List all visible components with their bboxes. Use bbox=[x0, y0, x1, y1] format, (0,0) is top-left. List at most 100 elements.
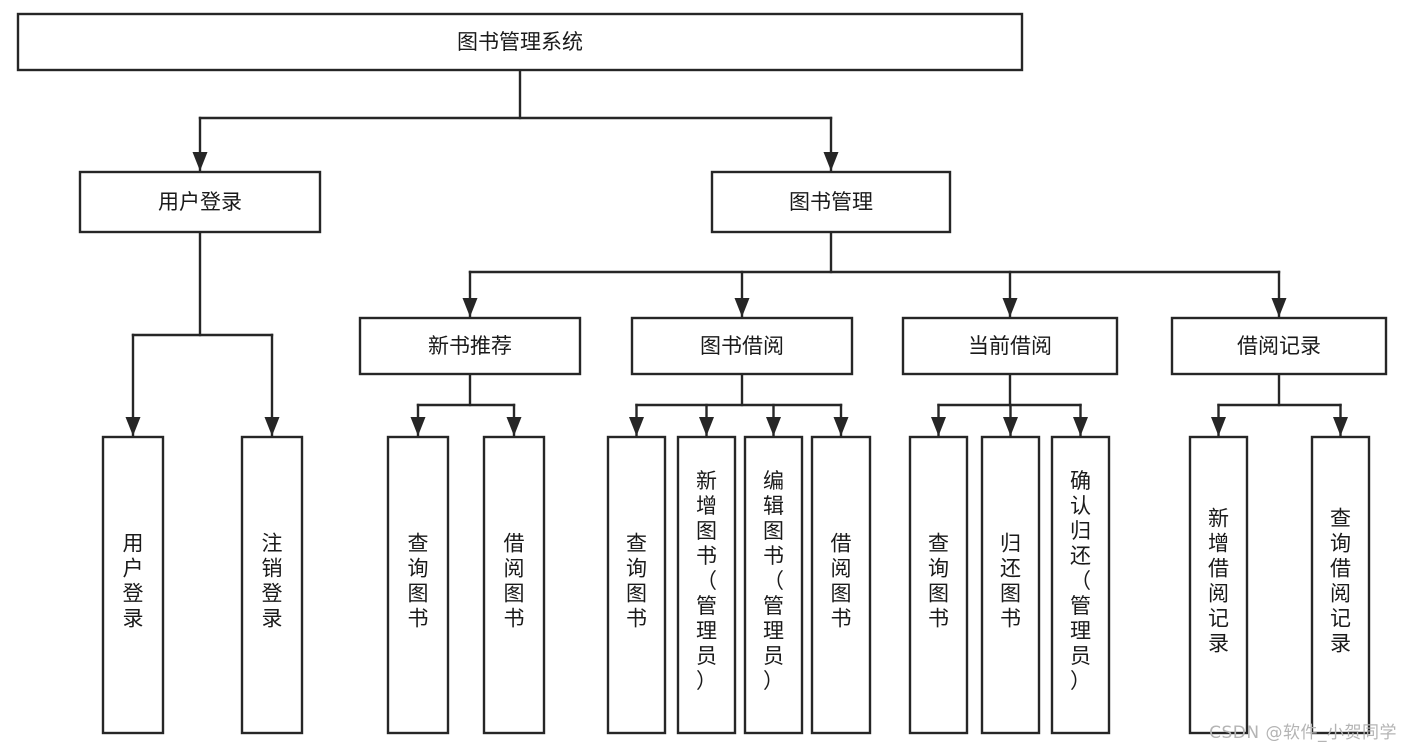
node-layer: 图书管理系统用户登录图书管理新书推荐图书借阅当前借阅借阅记录用户登录用户登录注销… bbox=[16, 12, 1388, 735]
node-label-char: 还 bbox=[1070, 544, 1091, 568]
node-leaf_9[interactable]: 归还图书归还图书 bbox=[980, 435, 1041, 735]
node-leaf_7[interactable]: 借阅图书借阅图书 bbox=[810, 435, 872, 735]
node-label-char: 登 bbox=[262, 582, 283, 606]
node-box bbox=[980, 435, 1041, 735]
node-label-char: （ bbox=[763, 569, 784, 593]
arrow-head-icon bbox=[1333, 417, 1348, 436]
node-label-char: 查 bbox=[1330, 507, 1351, 531]
node-box bbox=[101, 435, 165, 735]
arrow-head-icon bbox=[931, 417, 946, 436]
node-label-char: 图 bbox=[696, 519, 717, 543]
node-label-char: 图 bbox=[626, 582, 647, 606]
node-leaf_8[interactable]: 查询图书查询图书 bbox=[908, 435, 969, 735]
node-label-char: 户 bbox=[123, 557, 144, 581]
node-leaf_4[interactable]: 查询图书查询图书 bbox=[606, 435, 667, 735]
node-leaf_1[interactable]: 注销登录注销登录 bbox=[240, 435, 304, 735]
arrow-head-icon bbox=[264, 417, 280, 436]
node-label: 当前借阅 bbox=[968, 334, 1052, 358]
node-box bbox=[1310, 435, 1371, 735]
arrow-head-icon bbox=[766, 417, 781, 436]
arrow-head-icon bbox=[192, 152, 208, 171]
node-label-char: 理 bbox=[763, 619, 784, 643]
arrow-head-icon bbox=[1271, 298, 1287, 317]
node-l1_0[interactable]: 用户登录 bbox=[78, 170, 322, 234]
node-label-char: 销 bbox=[262, 557, 283, 581]
node-label-char: 还 bbox=[1000, 557, 1021, 581]
node-label-char: 书 bbox=[928, 607, 949, 631]
node-label-char: 认 bbox=[1070, 494, 1091, 518]
node-label-char: 增 bbox=[1208, 532, 1229, 556]
node-label-char: 员 bbox=[696, 644, 717, 668]
node-l2_0[interactable]: 新书推荐 bbox=[358, 316, 582, 376]
node-label-char: 询 bbox=[928, 557, 949, 581]
arrow-head-icon bbox=[823, 152, 839, 171]
node-label: 新书推荐 bbox=[428, 334, 512, 358]
node-label-char: 图 bbox=[763, 519, 784, 543]
node-leaf_3[interactable]: 借阅图书借阅图书 bbox=[482, 435, 546, 735]
node-label-char: 记 bbox=[1208, 607, 1229, 631]
node-label: 图书管理 bbox=[789, 190, 873, 214]
arrow-head-icon bbox=[699, 417, 714, 436]
arrow-head-icon bbox=[1002, 298, 1018, 317]
node-label-char: 录 bbox=[262, 607, 283, 631]
node-box bbox=[901, 316, 1119, 376]
node-label-char: 归 bbox=[1070, 519, 1091, 543]
node-leaf_2[interactable]: 查询图书查询图书 bbox=[386, 435, 450, 735]
node-l2_1[interactable]: 图书借阅 bbox=[630, 316, 854, 376]
node-box bbox=[358, 316, 582, 376]
connector-layer bbox=[125, 68, 1348, 438]
node-l1_1[interactable]: 图书管理 bbox=[710, 170, 952, 234]
node-leaf_0[interactable]: 用户登录用户登录 bbox=[101, 435, 165, 735]
node-box bbox=[743, 435, 804, 735]
node-label-char: 书 bbox=[696, 544, 717, 568]
node-label-char: 注 bbox=[262, 532, 283, 556]
node-box bbox=[16, 12, 1024, 72]
node-box bbox=[676, 435, 737, 735]
arrow-head-icon bbox=[506, 417, 522, 436]
node-leaf_12[interactable]: 查询借阅记录查询借阅记录 bbox=[1310, 435, 1371, 735]
node-label-char: 管 bbox=[696, 594, 717, 618]
node-label: 图书管理系统 bbox=[457, 30, 583, 54]
node-label-char: 增 bbox=[696, 494, 717, 518]
node-label-char: 录 bbox=[1330, 632, 1351, 656]
node-root[interactable]: 图书管理系统 bbox=[16, 12, 1024, 72]
node-label-char: 查 bbox=[928, 532, 949, 556]
node-label-char: ） bbox=[696, 669, 717, 693]
node-box bbox=[630, 316, 854, 376]
node-label-char: 新 bbox=[696, 469, 717, 493]
node-label-char: 书 bbox=[504, 607, 525, 631]
node-label-char: 书 bbox=[626, 607, 647, 631]
arrow-head-icon bbox=[1003, 417, 1018, 436]
node-label-char: 编 bbox=[763, 469, 784, 493]
node-label-char: （ bbox=[1070, 569, 1091, 593]
node-label-char: 书 bbox=[1000, 607, 1021, 631]
node-label-char: 录 bbox=[123, 607, 144, 631]
node-box bbox=[908, 435, 969, 735]
node-label-char: 员 bbox=[1070, 644, 1091, 668]
node-box bbox=[1050, 435, 1111, 735]
node-leaf_11[interactable]: 新增借阅记录新增借阅记录 bbox=[1188, 435, 1249, 735]
node-label-char: 图 bbox=[408, 582, 429, 606]
arrow-head-icon bbox=[1211, 417, 1226, 436]
node-label-char: 辑 bbox=[763, 494, 784, 518]
node-box bbox=[1188, 435, 1249, 735]
arrow-head-icon bbox=[1073, 417, 1088, 436]
node-l2_3[interactable]: 借阅记录 bbox=[1170, 316, 1388, 376]
node-label-char: 查 bbox=[408, 532, 429, 556]
node-box bbox=[710, 170, 952, 234]
node-label-char: 管 bbox=[1070, 594, 1091, 618]
node-label-char: 询 bbox=[626, 557, 647, 581]
node-label-char: 图 bbox=[504, 582, 525, 606]
node-box bbox=[78, 170, 322, 234]
node-label-char: 归 bbox=[1000, 532, 1021, 556]
node-label-char: 理 bbox=[1070, 619, 1091, 643]
node-label-char: （ bbox=[696, 569, 717, 593]
node-l2_2[interactable]: 当前借阅 bbox=[901, 316, 1119, 376]
node-label-char: 登 bbox=[123, 582, 144, 606]
node-label-char: 阅 bbox=[504, 557, 525, 581]
arrow-head-icon bbox=[410, 417, 426, 436]
